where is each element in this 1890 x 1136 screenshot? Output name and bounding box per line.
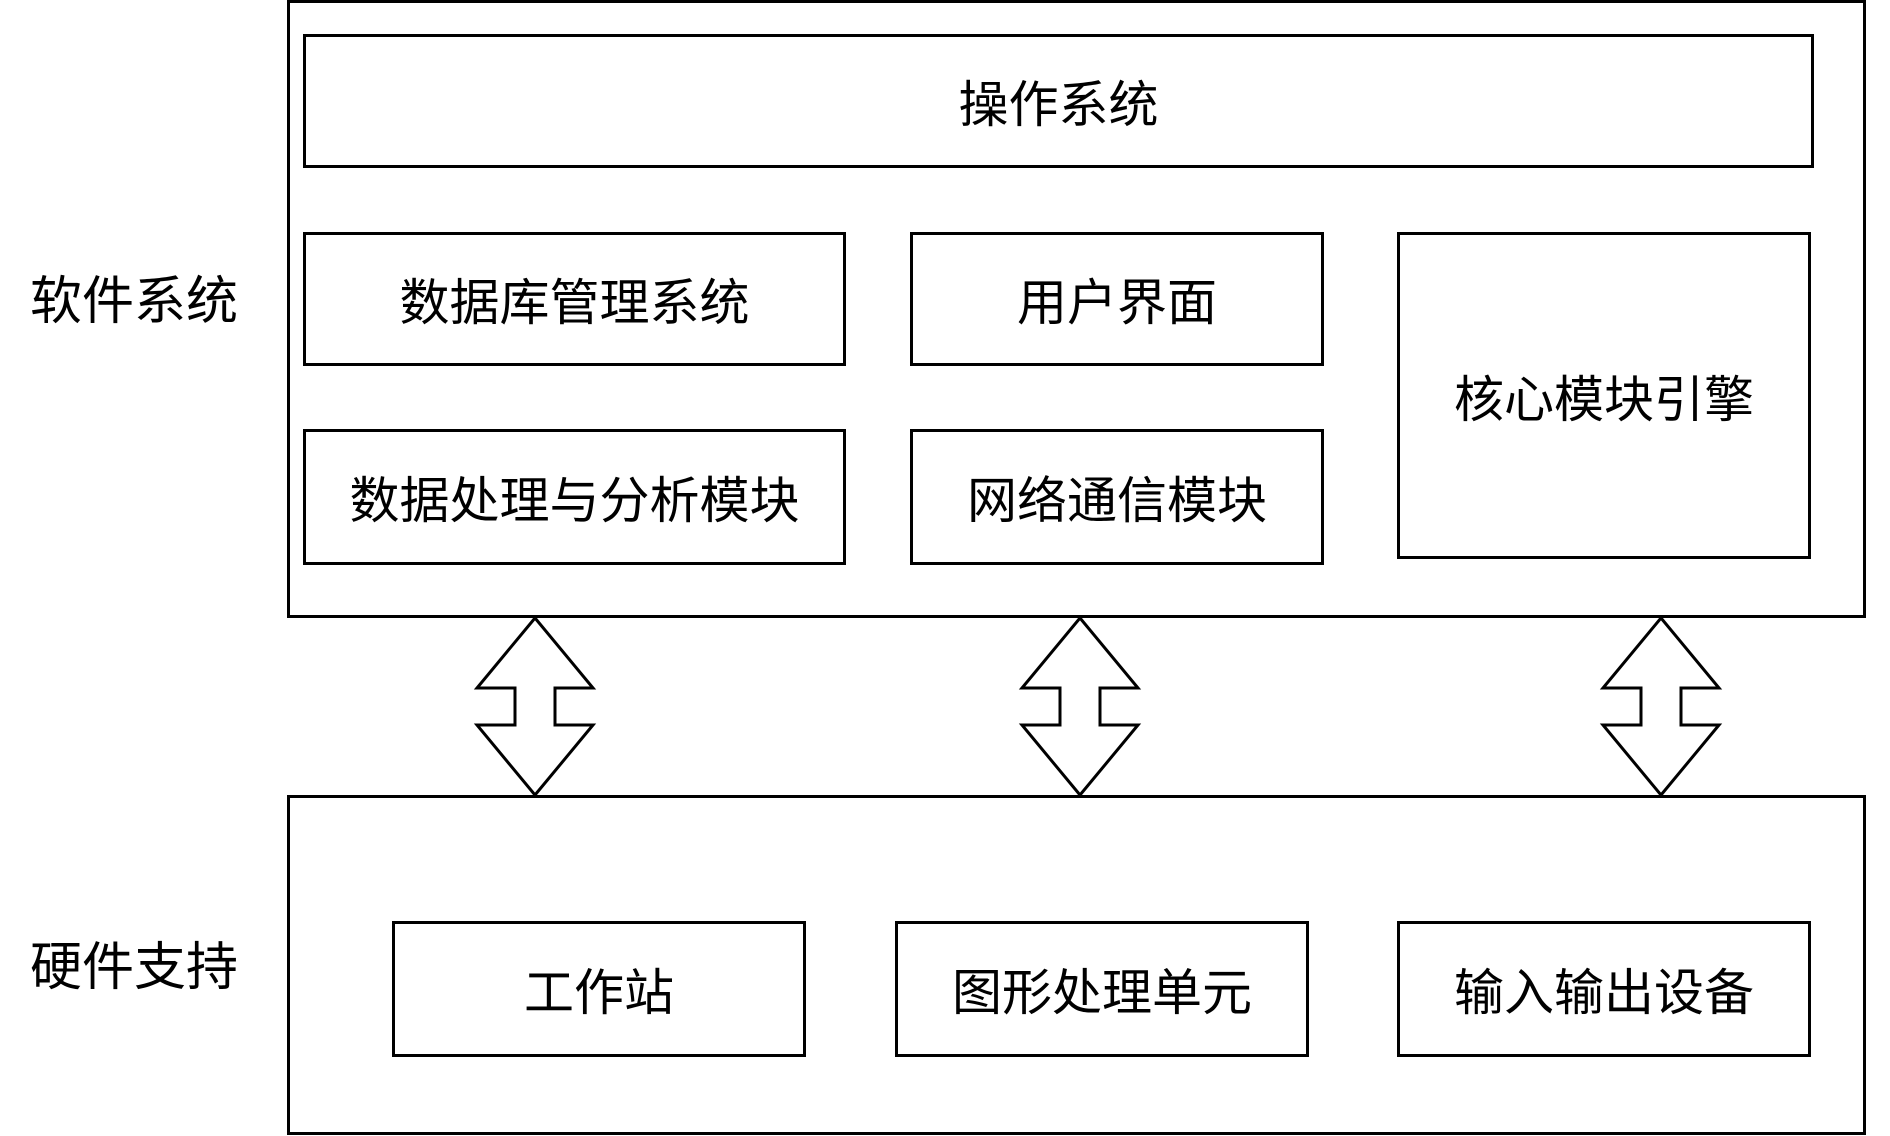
gpu-box: 图形处理单元	[895, 921, 1309, 1057]
core-engine-text: 核心模块引擎	[1454, 370, 1754, 429]
workstation-text: 工作站	[524, 964, 674, 1022]
gpu-text: 图形处理单元	[952, 964, 1252, 1022]
dbms-box: 数据库管理系统	[303, 232, 846, 366]
workstation-box: 工作站	[392, 921, 806, 1057]
dbms-text: 数据库管理系统	[399, 274, 750, 332]
io-devices-box: 输入输出设备	[1397, 921, 1811, 1057]
io-devices-text: 输入输出设备	[1454, 964, 1754, 1022]
core-engine-box: 核心模块引擎	[1397, 232, 1811, 559]
operating-system-text: 操作系统	[958, 76, 1159, 134]
data-processing-box: 数据处理与分析模块	[303, 429, 846, 565]
software-system-label: 软件系统	[30, 272, 239, 332]
data-processing-text: 数据处理与分析模块	[349, 472, 800, 530]
network-module-text: 网络通信模块	[967, 472, 1267, 530]
bidirectional-arrow-right-icon	[1599, 615, 1723, 798]
network-module-box: 网络通信模块	[910, 429, 1324, 565]
operating-system-box: 操作系统	[303, 34, 1814, 168]
user-interface-text: 用户界面	[1017, 274, 1217, 332]
hardware-support-label: 硬件支持	[30, 938, 239, 998]
bidirectional-arrow-left-icon	[473, 615, 597, 798]
bidirectional-arrow-center-icon	[1018, 615, 1142, 798]
user-interface-box: 用户界面	[910, 232, 1324, 366]
